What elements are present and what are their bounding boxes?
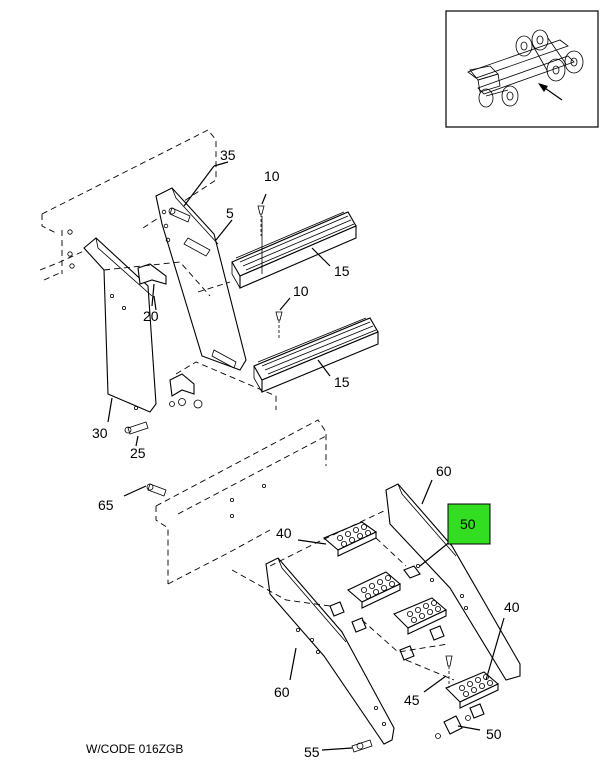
screw-45: [445, 655, 453, 688]
step-plate-lower-middle: [393, 597, 448, 635]
bracket-60-right: [385, 483, 521, 681]
callout-55: 55: [304, 744, 320, 760]
vehicle-locator-inset: [445, 10, 599, 128]
callout-15-lower: 15: [334, 374, 350, 390]
screw-10-lower: [275, 297, 291, 340]
upper-phantom-lines: [103, 261, 277, 410]
bracket-5: [155, 187, 247, 371]
lower-bracket-hardware: [124, 373, 203, 447]
callout-20: 20: [143, 308, 159, 324]
leader-lines: [107, 161, 505, 751]
callout-5: 5: [226, 205, 234, 221]
callout-30: 30: [92, 425, 108, 441]
callout-50-bottom: 50: [486, 726, 502, 742]
step-plate-40-top: [322, 521, 378, 557]
callout-40-bottom: 40: [504, 599, 520, 615]
callout-40-top: 40: [276, 525, 292, 541]
step-plate-middle: [346, 571, 402, 609]
screw-10-upper: [257, 193, 267, 236]
callout-60-right: 60: [436, 463, 452, 479]
step-tread-15-lower: [253, 317, 379, 393]
upper-frame-rail: [39, 129, 217, 281]
callout-10-lower: 10: [293, 283, 309, 299]
bracket-30: [83, 237, 157, 413]
callout-50-highlighted: 50: [460, 516, 476, 532]
callouts: 35 10 5 15 20 10 15 30 25 65 60 50 40 40…: [92, 147, 520, 760]
bolt-35: [168, 165, 215, 223]
step-tread-15-upper: [231, 211, 357, 289]
callout-35: 35: [220, 147, 236, 163]
step-plate-40-bottom: [445, 671, 500, 709]
callout-65: 65: [98, 497, 114, 513]
bracket-20: [137, 263, 167, 307]
bolt-55: [351, 739, 373, 753]
callout-45: 45: [404, 692, 420, 708]
clips-50: [329, 565, 485, 739]
callout-10-upper: 10: [264, 168, 280, 184]
callout-15-upper: 15: [334, 263, 350, 279]
highlight-50: [447, 503, 491, 545]
bolt-65: [123, 483, 167, 497]
callout-25: 25: [130, 445, 146, 461]
drawing-code: W/CODE 016ZGB: [86, 742, 183, 756]
bracket-60-left: [265, 557, 395, 745]
lower-frame-rail: [155, 419, 327, 585]
callout-60-left: 60: [274, 684, 290, 700]
